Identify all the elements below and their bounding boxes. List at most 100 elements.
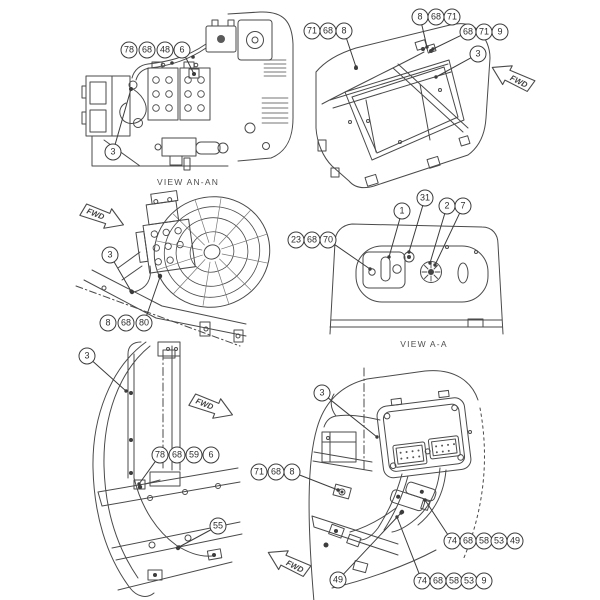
leader-end-dot: [124, 389, 128, 393]
callout-balloon-71: 71: [303, 22, 321, 40]
callout-balloon-9: 9: [475, 572, 493, 590]
callout-balloon-68: 68: [459, 23, 477, 41]
callout-balloon-8: 8: [283, 463, 301, 481]
callout-balloon-78: 78: [151, 446, 169, 464]
leader-end-dot: [354, 65, 358, 69]
leader-end-dot: [433, 263, 437, 267]
callout-balloon-80: 80: [135, 314, 153, 332]
callout-leader-line: [346, 38, 357, 68]
fwd-arrow: FWD: [188, 393, 234, 419]
callout-leader-line: [421, 24, 428, 48]
callout-balloon-74: 74: [443, 532, 461, 550]
leader-end-dot: [158, 275, 162, 279]
callout-leader-line: [299, 474, 339, 491]
callout-balloon-74: 74: [413, 572, 431, 590]
callout-leader-line: [113, 261, 132, 292]
bottom-left-artwork: [92, 341, 243, 597]
callout-leader-line: [138, 461, 156, 485]
fwd-arrow-shape: [188, 393, 234, 419]
callout-leader-line: [114, 88, 132, 145]
leader-end-dot: [368, 267, 372, 271]
callout-balloon-6: 6: [202, 446, 220, 464]
callout-balloon-6: 6: [173, 41, 191, 59]
callout-balloon-78: 78: [120, 41, 138, 59]
callout-balloon-31: 31: [416, 189, 434, 207]
callout-leader-line: [424, 499, 448, 535]
top-panel-artwork: [315, 23, 491, 189]
leader-end-dot: [434, 75, 438, 79]
callout-balloon-8: 8: [99, 314, 117, 332]
callout-balloon-49: 49: [506, 532, 524, 550]
callout-balloon-68: 68: [319, 22, 337, 40]
callout-balloon-59: 59: [185, 446, 203, 464]
leader-end-dot: [129, 289, 133, 293]
view-an-an-artwork: [81, 11, 294, 171]
fwd-arrow: FWD: [267, 550, 312, 577]
view-label: VIEW A-A: [400, 339, 448, 349]
callout-leader-line: [388, 218, 401, 258]
callout-balloon-68: 68: [168, 446, 186, 464]
callout-balloon-71: 71: [475, 23, 493, 41]
leader-end-dot: [395, 515, 399, 519]
callout-balloon-3: 3: [469, 45, 487, 63]
leader-end-dot: [423, 498, 427, 502]
leader-end-dot: [407, 250, 411, 254]
view-label: VIEW AN-AN: [156, 177, 220, 187]
fwd-arrow-shape: [491, 65, 536, 92]
view-a-a-artwork: [329, 223, 504, 335]
fwd-arrows-layer: FWD FWD FWD FWD: [79, 65, 536, 577]
fan-artwork: [75, 190, 271, 347]
callout-leader-line: [434, 213, 460, 266]
callout-leader-line: [328, 397, 378, 438]
callout-balloon-7: 7: [454, 197, 472, 215]
callout-balloon-68: 68: [117, 314, 135, 332]
callout-leader-line: [146, 276, 161, 316]
leader-end-dot: [399, 511, 403, 515]
callout-balloon-49: 49: [329, 571, 347, 589]
callout-balloon-68: 68: [303, 231, 321, 249]
callout-leader-line: [408, 205, 424, 253]
callout-balloon-68: 68: [429, 572, 447, 590]
fwd-arrow-shape: [79, 203, 125, 229]
callout-balloon-68: 68: [138, 41, 156, 59]
callout-balloon-1: 1: [393, 202, 411, 220]
callout-balloon-70: 70: [319, 231, 337, 249]
leader-lines-layer: [92, 24, 471, 575]
leader-end-dot: [387, 255, 391, 259]
leader-end-dot: [336, 488, 340, 492]
callout-balloon-71: 71: [250, 463, 268, 481]
callout-leader-line: [396, 516, 420, 574]
leader-end-dot: [192, 72, 196, 76]
callout-balloon-71: 71: [443, 8, 461, 26]
callout-leader-line: [435, 57, 471, 78]
callout-balloon-3: 3: [104, 143, 122, 161]
fwd-arrow: FWD: [491, 65, 536, 92]
callout-leader-line: [343, 512, 402, 575]
callout-balloon-8: 8: [335, 22, 353, 40]
callout-leader-line: [185, 57, 195, 75]
leader-end-dot: [431, 47, 435, 51]
callout-leader-line: [432, 35, 461, 50]
callout-balloon-55: 55: [209, 517, 227, 535]
leader-end-dot: [129, 87, 133, 91]
fwd-arrow: FWD: [79, 203, 125, 229]
bottom-right-artwork: [308, 367, 485, 600]
callout-balloon-53: 53: [490, 532, 508, 550]
callout-balloon-9: 9: [491, 23, 509, 41]
callout-leader-line: [178, 529, 211, 548]
leader-end-dot: [137, 482, 141, 486]
callout-balloon-23: 23: [287, 231, 305, 249]
fwd-arrow-shape: [267, 550, 312, 577]
callout-balloon-2: 2: [438, 197, 456, 215]
callout-balloon-3: 3: [313, 384, 331, 402]
leader-end-dot: [375, 435, 379, 439]
callout-balloon-68: 68: [459, 532, 477, 550]
callout-leader-line: [429, 213, 446, 264]
callout-leader-line: [334, 244, 371, 270]
callout-balloon-68: 68: [427, 8, 445, 26]
leader-end-dot: [177, 545, 181, 549]
callout-balloon-8: 8: [411, 8, 429, 26]
callout-balloon-3: 3: [101, 246, 119, 264]
